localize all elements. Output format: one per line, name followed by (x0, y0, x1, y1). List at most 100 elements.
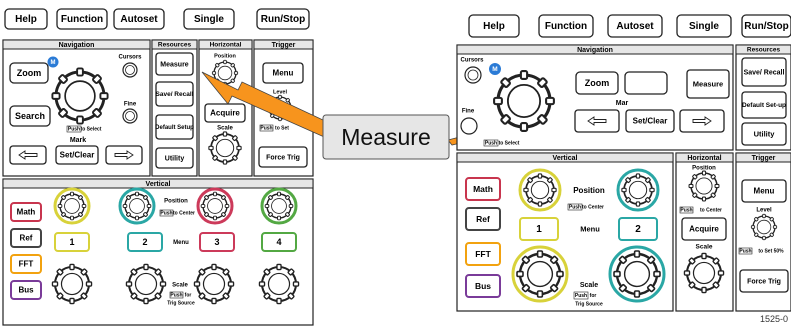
svg-text:Autoset: Autoset (120, 14, 158, 25)
svg-text:M: M (492, 66, 497, 73)
right-ch1-button[interactable]: 1 (519, 217, 559, 241)
svg-text:Push: Push (260, 126, 272, 132)
right-navigation-knob-icon[interactable] (492, 69, 556, 133)
right-force-trig-button[interactable]: Force Trig (739, 269, 789, 293)
right-run-stop-button[interactable]: Run/Stop (741, 14, 791, 38)
left-horizontal-scale-knob-icon[interactable] (208, 131, 242, 165)
right-fft-button[interactable]: FFT (465, 242, 501, 266)
right-bus-button[interactable]: Bus (465, 274, 501, 298)
svg-text:FFT: FFT (475, 249, 491, 259)
right-math-button[interactable]: Math (465, 177, 501, 201)
left-acquire-button[interactable]: Acquire (204, 103, 246, 123)
svg-text:Trig Source: Trig Source (575, 301, 603, 307)
left-bus-button[interactable]: Bus (10, 280, 42, 300)
right-next-button[interactable] (679, 109, 725, 133)
svg-text:Bus: Bus (18, 286, 34, 295)
right-horizontal-scale-knob-icon[interactable] (683, 252, 725, 294)
svg-text:Scale: Scale (172, 283, 188, 289)
left-navigation-knob-icon[interactable] (50, 66, 110, 126)
right-default-setup-button[interactable]: Default Set-up (741, 91, 787, 119)
right-ch2-scale-knob-icon[interactable] (612, 249, 662, 299)
right-search-button[interactable] (624, 71, 668, 95)
right-trigger-level-knob-icon[interactable] (750, 213, 778, 241)
ch3-button[interactable]: 3 (199, 232, 235, 252)
left-save-recall-button[interactable]: Save/ Recall (155, 81, 194, 107)
ch3-scale-knob-icon[interactable] (193, 263, 235, 305)
left-single-button[interactable]: Single (183, 8, 235, 30)
right-previous-button[interactable] (574, 109, 620, 133)
svg-text:Level: Level (273, 89, 288, 95)
ch2-scale-knob-icon[interactable] (125, 263, 167, 305)
left-fft-button[interactable]: FFT (10, 254, 42, 274)
ch1-scale-knob-icon[interactable] (51, 263, 93, 305)
right-single-button[interactable]: Single (676, 14, 732, 38)
left-help-button[interactable]: Help (4, 8, 48, 30)
right-vertical-menu-label: Menu (580, 224, 600, 233)
left-search-button[interactable]: Search (9, 105, 51, 127)
svg-text:Ref: Ref (20, 234, 33, 243)
left-previous-button[interactable] (9, 145, 47, 165)
figure-id: 1525-0 (760, 314, 788, 324)
svg-text:Mar: Mar (616, 100, 629, 107)
svg-text:3: 3 (214, 237, 219, 247)
left-force-trig-button[interactable]: Force Trig (258, 146, 308, 168)
svg-text:Scale: Scale (580, 282, 598, 289)
right-acquire-button[interactable]: Acquire (681, 217, 727, 241)
svg-text:Utility: Utility (165, 155, 185, 162)
left-default-setup-button[interactable]: Default Setup (155, 114, 194, 140)
right-fine-button[interactable] (460, 117, 478, 135)
ch4-position-knob-icon[interactable] (264, 191, 294, 221)
left-utility-button[interactable]: Utility (155, 147, 194, 169)
left-ref-button[interactable]: Ref (10, 228, 42, 248)
right-ch1-scale-knob-icon[interactable] (515, 249, 565, 299)
left-zoom-button[interactable]: Zoom (9, 62, 49, 84)
right-horizontal-position-knob-icon[interactable] (688, 170, 720, 202)
ch3-position-knob-icon[interactable] (200, 191, 230, 221)
left-math-button[interactable]: Math (10, 202, 42, 222)
ch1-button[interactable]: 1 (54, 232, 90, 252)
right-cursors-button[interactable] (464, 66, 482, 84)
left-autoset-button[interactable]: Autoset (113, 8, 165, 30)
svg-text:Ref: Ref (476, 214, 490, 224)
left-measure-button[interactable]: Measure (155, 52, 194, 76)
left-set-clear-button[interactable]: Set/Clear (55, 145, 99, 165)
ch2-position-knob-icon[interactable] (122, 191, 152, 221)
svg-text:Position: Position (692, 166, 716, 172)
left-fine-button[interactable] (122, 108, 138, 124)
left-panel: Help Function Autoset Single Run/Stop Na… (2, 8, 314, 326)
right-ref-button[interactable]: Ref (465, 207, 501, 231)
right-help-button[interactable]: Help (468, 14, 520, 38)
svg-text:Cursors: Cursors (460, 58, 484, 64)
svg-text:Set/Clear: Set/Clear (633, 117, 668, 126)
right-save-recall-button[interactable]: Save/ Recall (741, 57, 787, 87)
ch2-button[interactable]: 2 (127, 232, 163, 252)
right-utility-button[interactable]: Utility (741, 122, 787, 146)
svg-text:4: 4 (276, 237, 281, 247)
left-cursors-label: Cursors (118, 55, 142, 61)
right-function-button[interactable]: Function (538, 14, 594, 38)
right-ch2-position-knob-icon[interactable] (621, 173, 655, 207)
svg-text:to Center: to Center (173, 211, 195, 217)
svg-text:Position: Position (573, 186, 605, 195)
ch1-position-knob-icon[interactable] (57, 191, 87, 221)
right-set-clear-button[interactable]: Set/Clear (625, 109, 675, 133)
svg-text:Push: Push (569, 205, 581, 211)
right-zoom-button[interactable]: Zoom (575, 71, 619, 95)
right-ch2-button[interactable]: 2 (618, 217, 658, 241)
left-function-button[interactable]: Function (56, 8, 108, 30)
left-run-stop-button[interactable]: Run/Stop (256, 8, 310, 30)
right-trigger-menu-button[interactable]: Menu (741, 179, 787, 203)
ch4-scale-knob-icon[interactable] (258, 263, 300, 305)
svg-text:for: for (185, 293, 192, 299)
svg-text:Acquire: Acquire (210, 109, 240, 118)
right-measure-button[interactable]: Measure (686, 69, 730, 99)
left-trigger-menu-button[interactable]: Menu (262, 62, 304, 84)
svg-text:Function: Function (61, 14, 103, 25)
ch4-button[interactable]: 4 (261, 232, 297, 252)
left-cursors-button[interactable] (122, 62, 138, 78)
right-autoset-button[interactable]: Autoset (607, 14, 663, 38)
left-next-button[interactable] (105, 145, 143, 165)
right-ch1-position-knob-icon[interactable] (523, 173, 557, 207)
svg-text:Help: Help (483, 21, 505, 32)
